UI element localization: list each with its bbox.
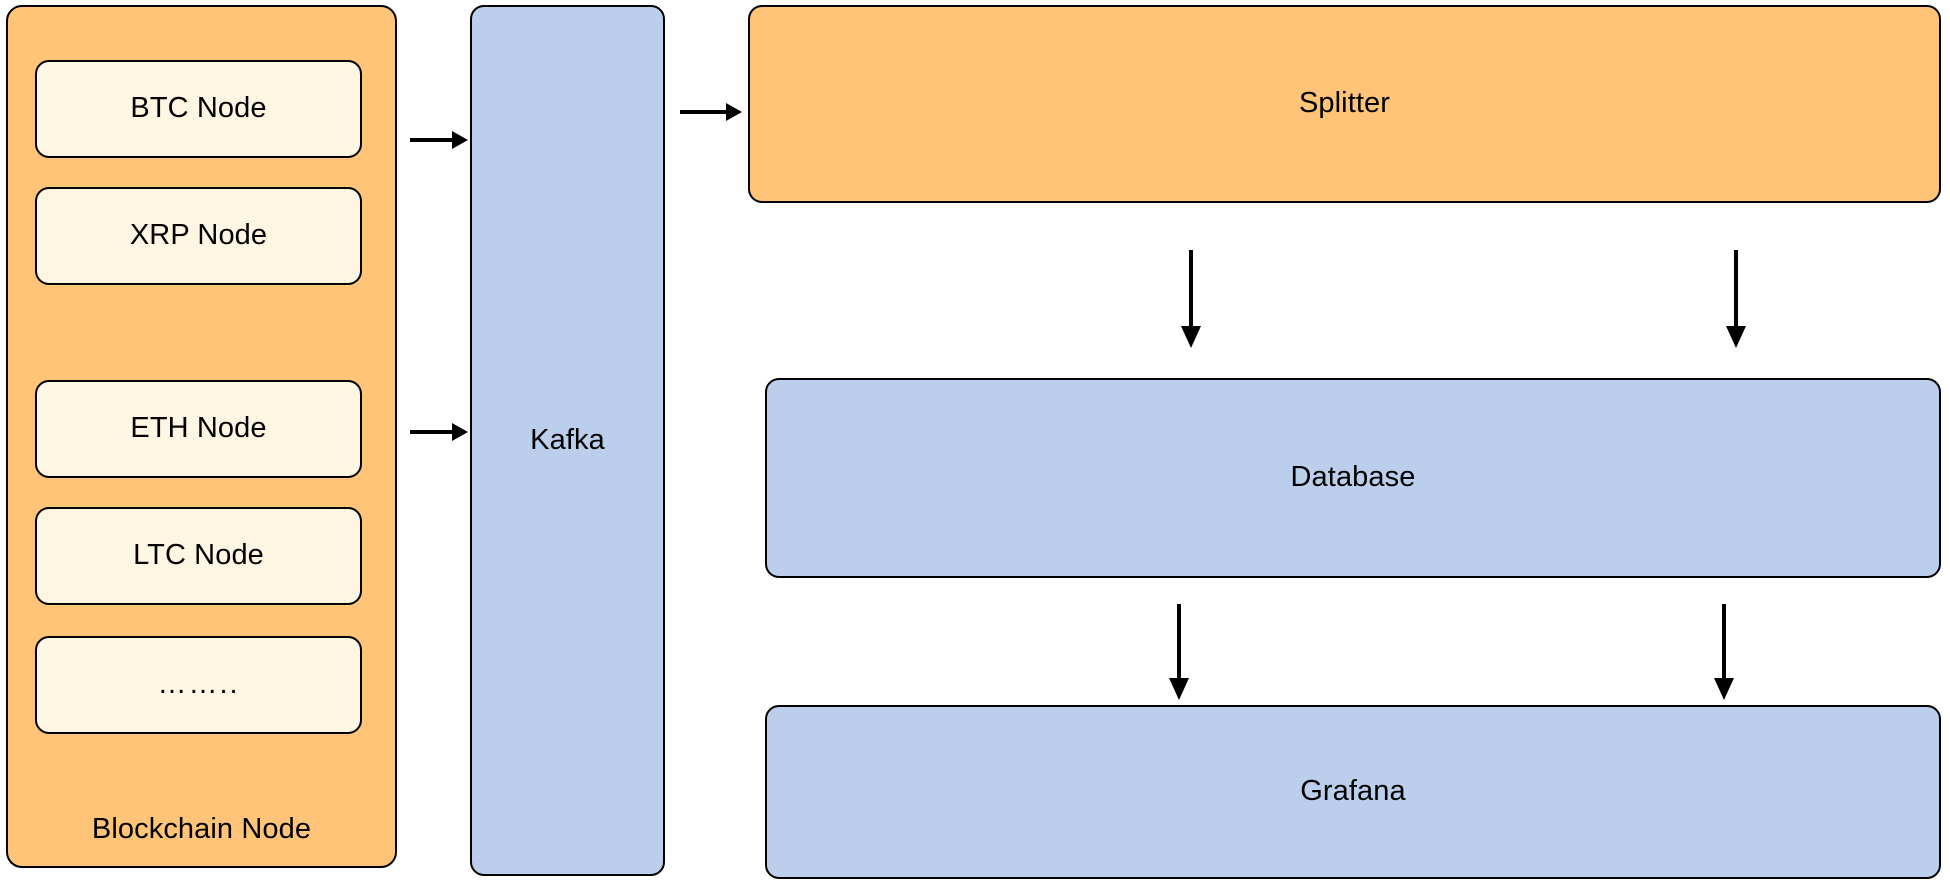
node-kafka-label: Kafka xyxy=(530,423,605,456)
node-grafana[interactable]: Grafana xyxy=(765,705,1941,879)
node-splitter-label: Splitter xyxy=(1298,87,1391,120)
chain-node-ellipsis[interactable]: …….. xyxy=(35,636,362,734)
chain-node-label: XRP Node xyxy=(129,219,268,252)
chain-node-label: ETH Node xyxy=(130,412,267,445)
chain-node-xrp[interactable]: XRP Node xyxy=(35,187,362,285)
chain-node-eth[interactable]: ETH Node xyxy=(35,380,362,478)
node-kafka[interactable]: Kafka xyxy=(470,5,665,876)
group-blockchain-node-label: Blockchain Node xyxy=(91,813,312,846)
ellipsis-label: …….. xyxy=(157,668,240,701)
node-database-label: Database xyxy=(1290,461,1416,494)
arrow-blockchain-to-kafka-upper xyxy=(408,126,470,154)
node-splitter[interactable]: Splitter xyxy=(748,5,1941,203)
chain-node-btc[interactable]: BTC Node xyxy=(35,60,362,158)
arrow-splitter-to-database-right xyxy=(1721,248,1751,350)
node-grafana-label: Grafana xyxy=(1300,775,1406,808)
node-database[interactable]: Database xyxy=(765,378,1941,578)
arrow-splitter-to-database-left xyxy=(1176,248,1206,350)
arrow-database-to-grafana-left xyxy=(1164,602,1194,702)
chain-node-ltc[interactable]: LTC Node xyxy=(35,507,362,605)
chain-node-label: LTC Node xyxy=(133,539,264,572)
group-blockchain-node[interactable]: BTC Node XRP Node ETH Node LTC Node ……..… xyxy=(6,5,397,868)
arrow-database-to-grafana-right xyxy=(1709,602,1739,702)
arrow-blockchain-to-kafka-lower xyxy=(408,418,470,446)
arrow-kafka-to-splitter xyxy=(678,98,744,126)
chain-node-label: BTC Node xyxy=(130,92,267,125)
